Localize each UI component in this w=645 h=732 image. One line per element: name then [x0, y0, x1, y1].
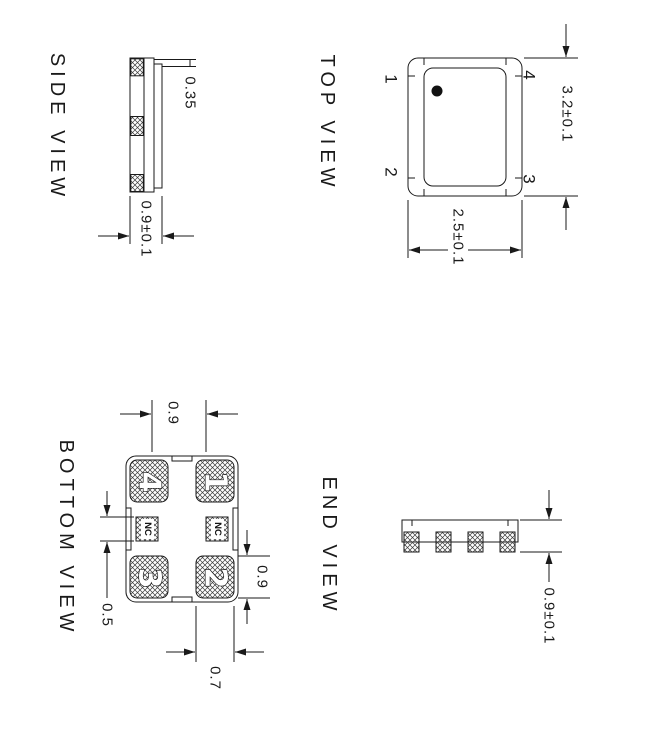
- dimension-end-thickness: 0.9±0.1: [520, 490, 562, 644]
- bottom-view: BOTTOM VIEW 4 1 3 2 NC NC 0.9 0.5: [55, 400, 271, 690]
- side-pad-bottom: [130, 174, 144, 192]
- pin-2-label: 2: [382, 167, 401, 176]
- dim-0-7-label: 0.7: [207, 666, 224, 690]
- pad-3: [129, 555, 169, 599]
- pin-3-label: 3: [520, 174, 539, 183]
- pad-4: [129, 459, 169, 503]
- side-view-label: SIDE VIEW: [46, 53, 68, 201]
- top-view-label: TOP VIEW: [316, 54, 338, 191]
- nc-left-label: NC: [142, 522, 153, 536]
- end-view: END VIEW 0.9±0.1: [318, 477, 562, 644]
- pad-3-label: 3: [132, 568, 167, 589]
- top-view-body: [407, 57, 523, 197]
- dimension-body-width: 2.5±0.1: [407, 200, 523, 266]
- bottom-view-notches: [126, 456, 238, 602]
- dim-3-2-label: 3.2±0.1: [559, 86, 576, 143]
- end-pad-2: [435, 531, 452, 553]
- side-pad-middle: [130, 116, 144, 136]
- end-view-label: END VIEW: [318, 477, 340, 616]
- end-view-body: [401, 519, 519, 543]
- bottom-view-label: BOTTOM VIEW: [55, 440, 77, 637]
- pad-4-label: 4: [132, 472, 167, 493]
- dimension-side-thickness: 0.9±0.1: [98, 196, 194, 257]
- dimension-nc-width: 0.5: [99, 491, 134, 627]
- bottom-view-outline: [125, 455, 239, 603]
- top-view-lid: [423, 67, 507, 187]
- dim-0-9-side-label: 0.9±0.1: [138, 201, 155, 258]
- dim-0-9-right-label: 0.9: [254, 565, 271, 589]
- dim-0-35-label: 0.35: [182, 76, 199, 109]
- dimension-body-length: 3.2±0.1: [524, 24, 578, 230]
- dim-2-5-label: 2.5±0.1: [450, 209, 467, 266]
- pin1-marker-dot: [431, 85, 443, 97]
- top-view: TOP VIEW 1 2 4 3 3.2±0.1 2.5±0.1: [316, 24, 578, 265]
- dim-0-9-top-label: 0.9: [165, 401, 182, 425]
- pad-1-label: 1: [198, 472, 233, 493]
- end-view-top-ticks: [411, 520, 509, 526]
- side-pad-top: [130, 58, 144, 77]
- dim-0-5-label: 0.5: [99, 603, 116, 627]
- end-pad-3: [467, 531, 484, 553]
- dimension-pad-length: 0.9: [238, 530, 271, 624]
- dim-0-9-end-label: 0.9±0.1: [541, 588, 558, 645]
- nc-left-bg: [141, 519, 154, 539]
- nc-right-label: NC: [212, 522, 223, 536]
- end-pad-4: [499, 531, 516, 553]
- nc-right-bg: [211, 519, 224, 539]
- pin-1-label: 1: [382, 74, 401, 83]
- pad-1: [195, 459, 235, 503]
- dimension-pad-spacing: 0.9: [120, 400, 238, 452]
- side-view-lid: [153, 63, 163, 189]
- end-pad-1: [403, 531, 420, 553]
- pad-2-label: 2: [198, 568, 233, 589]
- side-view: SIDE VIEW 0.35 0.9±0.1: [46, 53, 199, 258]
- top-view-corner-ticks: [408, 58, 522, 196]
- dimension-pad-width: 0.7: [166, 606, 264, 690]
- pin-4-label: 4: [520, 70, 539, 79]
- pad-2: [195, 555, 235, 599]
- dimension-lid-thickness: 0.35: [154, 59, 199, 110]
